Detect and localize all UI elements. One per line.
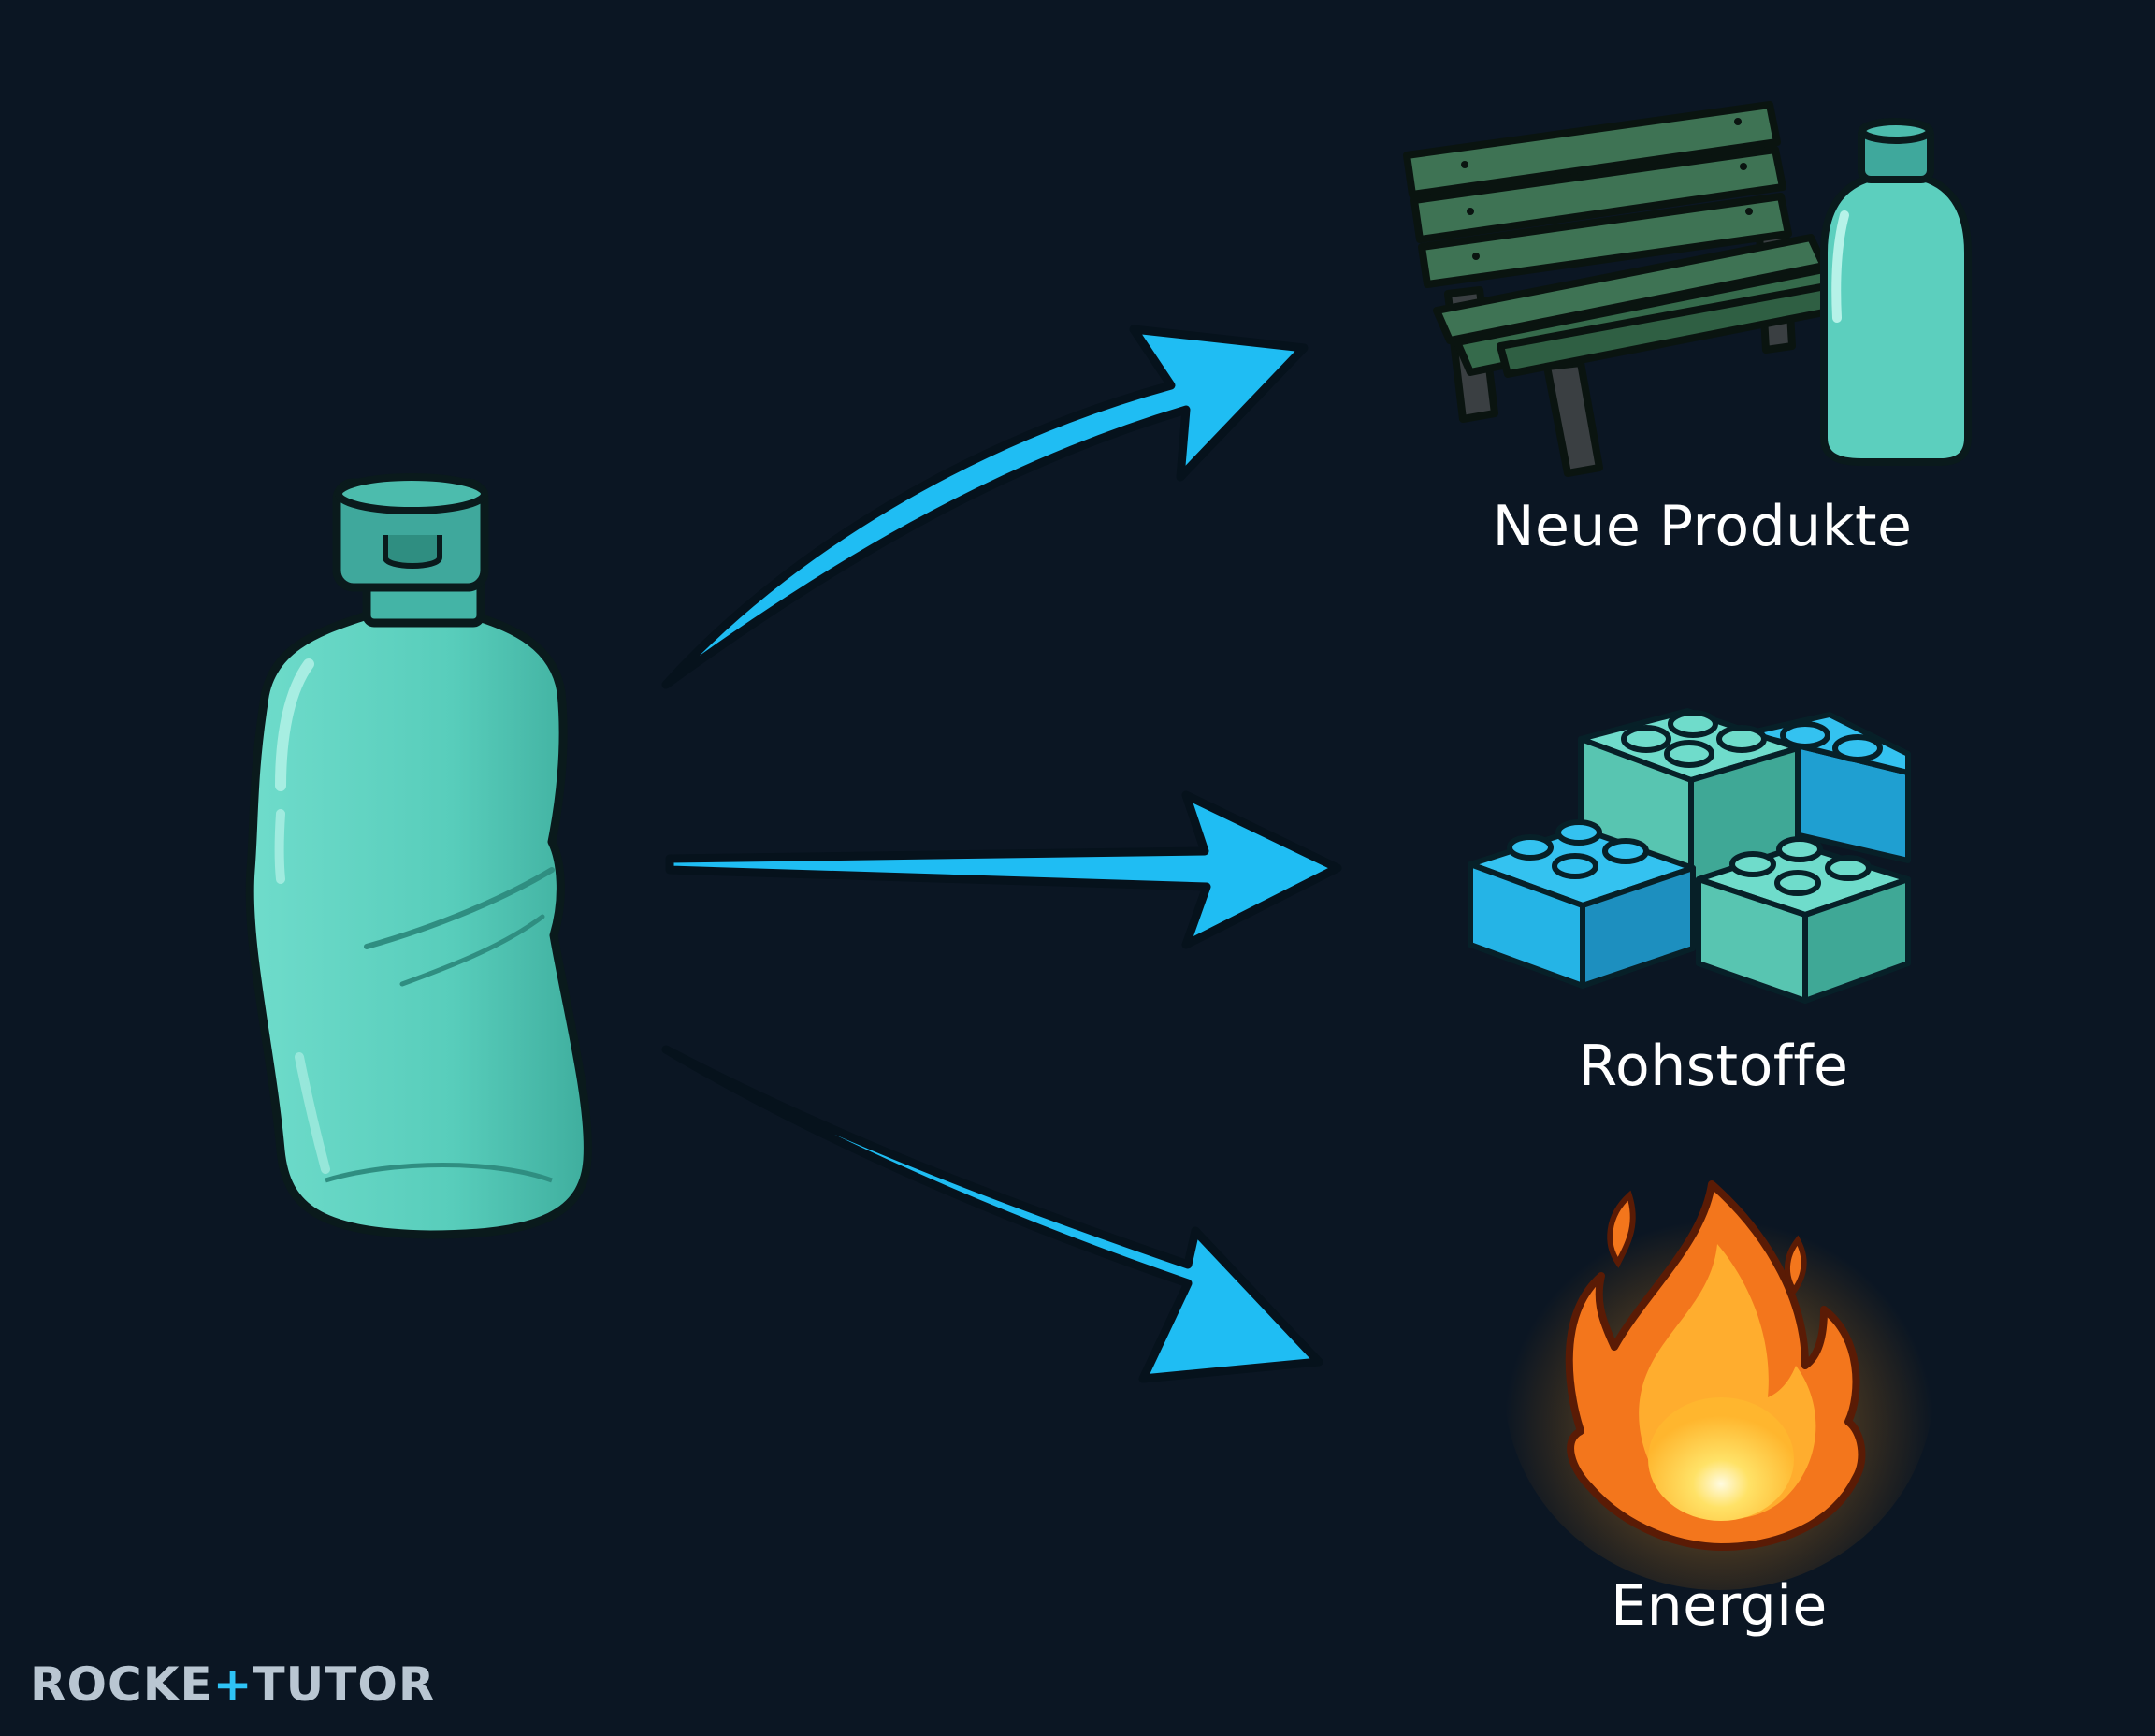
- building-bricks-icon: [1468, 708, 1911, 1004]
- park-bench-icon: [1403, 101, 1839, 477]
- plastic-bottle-icon: [245, 473, 592, 1239]
- arrow-to-energy: [661, 1045, 1323, 1383]
- output-label-products: Neue Produkte: [1492, 494, 1913, 559]
- arrow-to-raw-materials: [665, 790, 1342, 949]
- output-label-raw-materials: Rohstoffe: [1578, 1034, 1849, 1099]
- output-label-energy: Energie: [1611, 1573, 1828, 1639]
- arrow-to-products: [661, 325, 1309, 689]
- logo-text-part1: ROCKE: [30, 1657, 213, 1712]
- new-bottle-icon: [1820, 118, 1972, 466]
- logo-text-part2: TUTOR: [253, 1657, 436, 1712]
- logo-plus: +: [212, 1657, 253, 1712]
- flame-icon: [1504, 1179, 1934, 1590]
- brand-logo: ROCKE+TUTOR: [30, 1657, 435, 1712]
